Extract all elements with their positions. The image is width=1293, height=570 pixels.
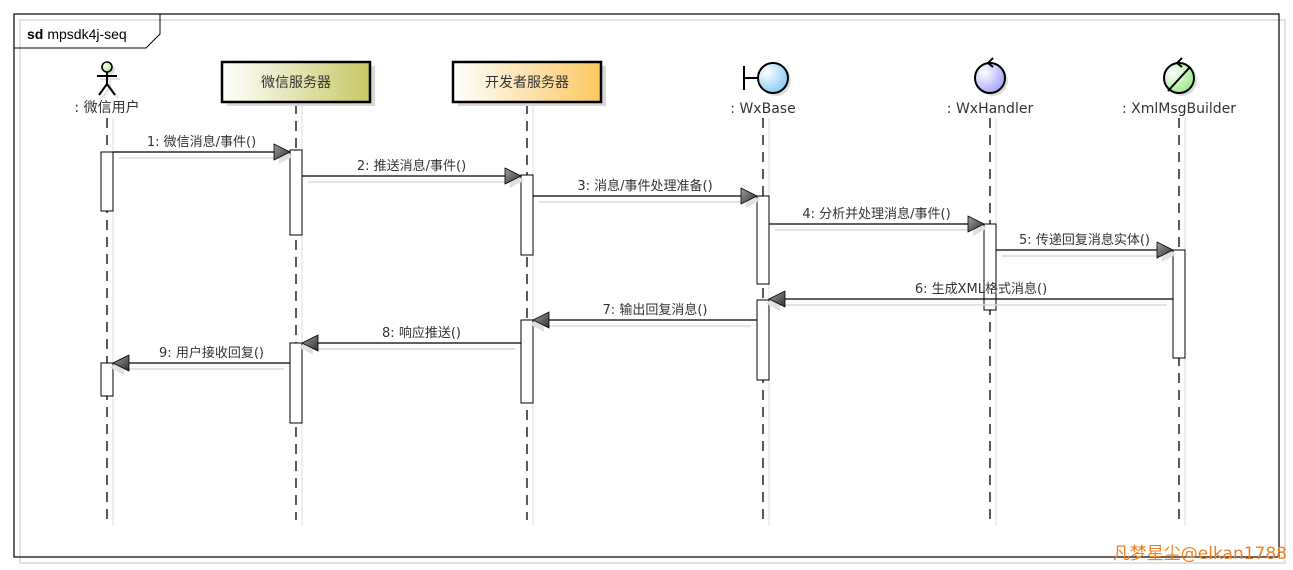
arrowhead-icon	[1156, 241, 1174, 259]
message-label: 8: 响应推送()	[382, 325, 461, 341]
activation-bar	[520, 319, 534, 404]
frame-name: mpsdk4j-seq	[47, 26, 126, 42]
arrowhead-icon	[740, 187, 758, 205]
message-label: 9: 用户接收回复()	[159, 345, 264, 361]
participant-label: : 微信用户	[74, 99, 139, 116]
messages: 1: 微信消息/事件() 2: 推送消息/事件() 3: 消息/事件处理准备() 4:…	[110, 134, 1176, 375]
message-label: 2: 推送消息/事件()	[357, 158, 466, 174]
participant-label: 开发者服务器	[485, 75, 569, 91]
message-label: 4: 分析并处理消息/事件()	[802, 206, 950, 222]
activation-bar	[289, 342, 303, 424]
frame-kind: sd	[27, 26, 43, 42]
participant-label: : WxHandler	[947, 101, 1034, 117]
frame-shadow	[19, 19, 1286, 564]
message-8[interactable]: 8: 响应推送()	[299, 325, 521, 355]
message-9[interactable]: 9: 用户接收回复()	[110, 345, 290, 375]
frame-tab	[14, 14, 161, 49]
activation-bar	[100, 362, 114, 397]
lifeline-wxhandler	[989, 118, 997, 526]
participant-label: 微信服务器	[261, 75, 331, 91]
message-4[interactable]: 4: 分析并处理消息/事件()	[769, 206, 987, 236]
message-label: 5: 传递回复消息实体()	[1019, 232, 1150, 248]
participant-label: : WxBase	[730, 101, 795, 117]
participant-dev-server[interactable]: 开发者服务器	[451, 60, 606, 106]
participant-box	[451, 60, 603, 104]
participant-user[interactable]: : 微信用户	[74, 61, 140, 116]
activation-bar	[100, 151, 114, 212]
activations	[100, 149, 1186, 424]
activation-bar	[983, 223, 997, 311]
lifeline-dev-server	[526, 104, 534, 526]
participant-wxhandler[interactable]: : WxHandler	[947, 57, 1034, 117]
message-label: 1: 微信消息/事件()	[147, 134, 256, 150]
message-2[interactable]: 2: 推送消息/事件()	[302, 158, 524, 188]
arrowhead-icon	[273, 143, 291, 161]
boundary-icon	[743, 62, 789, 94]
entity-icon	[1163, 57, 1195, 94]
activation-bar	[756, 195, 770, 285]
participant-box	[220, 60, 372, 104]
participant-wx-server[interactable]: 微信服务器	[220, 60, 375, 106]
arrowhead-icon	[768, 290, 786, 308]
control-icon	[974, 57, 1006, 94]
arrowhead-icon	[532, 311, 550, 329]
message-label: 7: 输出回复消息()	[603, 302, 708, 318]
message-7[interactable]: 7: 输出回复消息()	[530, 302, 757, 332]
arrowhead-icon	[967, 215, 985, 233]
message-6[interactable]: 6: 生成XML格式消息()	[766, 281, 1173, 311]
message-label: 3: 消息/事件处理准备()	[577, 178, 712, 194]
arrowhead-icon	[504, 167, 522, 185]
activation-bar	[520, 174, 534, 256]
arrowhead-icon	[112, 354, 130, 372]
message-5[interactable]: 5: 传递回复消息实体()	[996, 232, 1176, 262]
actor-icon	[97, 61, 117, 96]
activation-bar	[289, 149, 303, 236]
activation-bar	[1172, 249, 1186, 359]
participant-label: : XmlMsgBuilder	[1122, 101, 1236, 117]
message-3[interactable]: 3: 消息/事件处理准备()	[533, 178, 760, 208]
message-label: 6: 生成XML格式消息()	[915, 281, 1047, 297]
arrowhead-icon	[301, 334, 319, 352]
watermark: 凡梦星尘@elkan1788	[1112, 544, 1287, 564]
frame-border	[13, 13, 1280, 558]
message-1[interactable]: 1: 微信消息/事件()	[113, 134, 293, 164]
participant-wxbase[interactable]: : WxBase	[730, 62, 796, 117]
activation-bar	[756, 299, 770, 381]
participant-xmlmsgbuilder[interactable]: : XmlMsgBuilder	[1122, 57, 1236, 117]
